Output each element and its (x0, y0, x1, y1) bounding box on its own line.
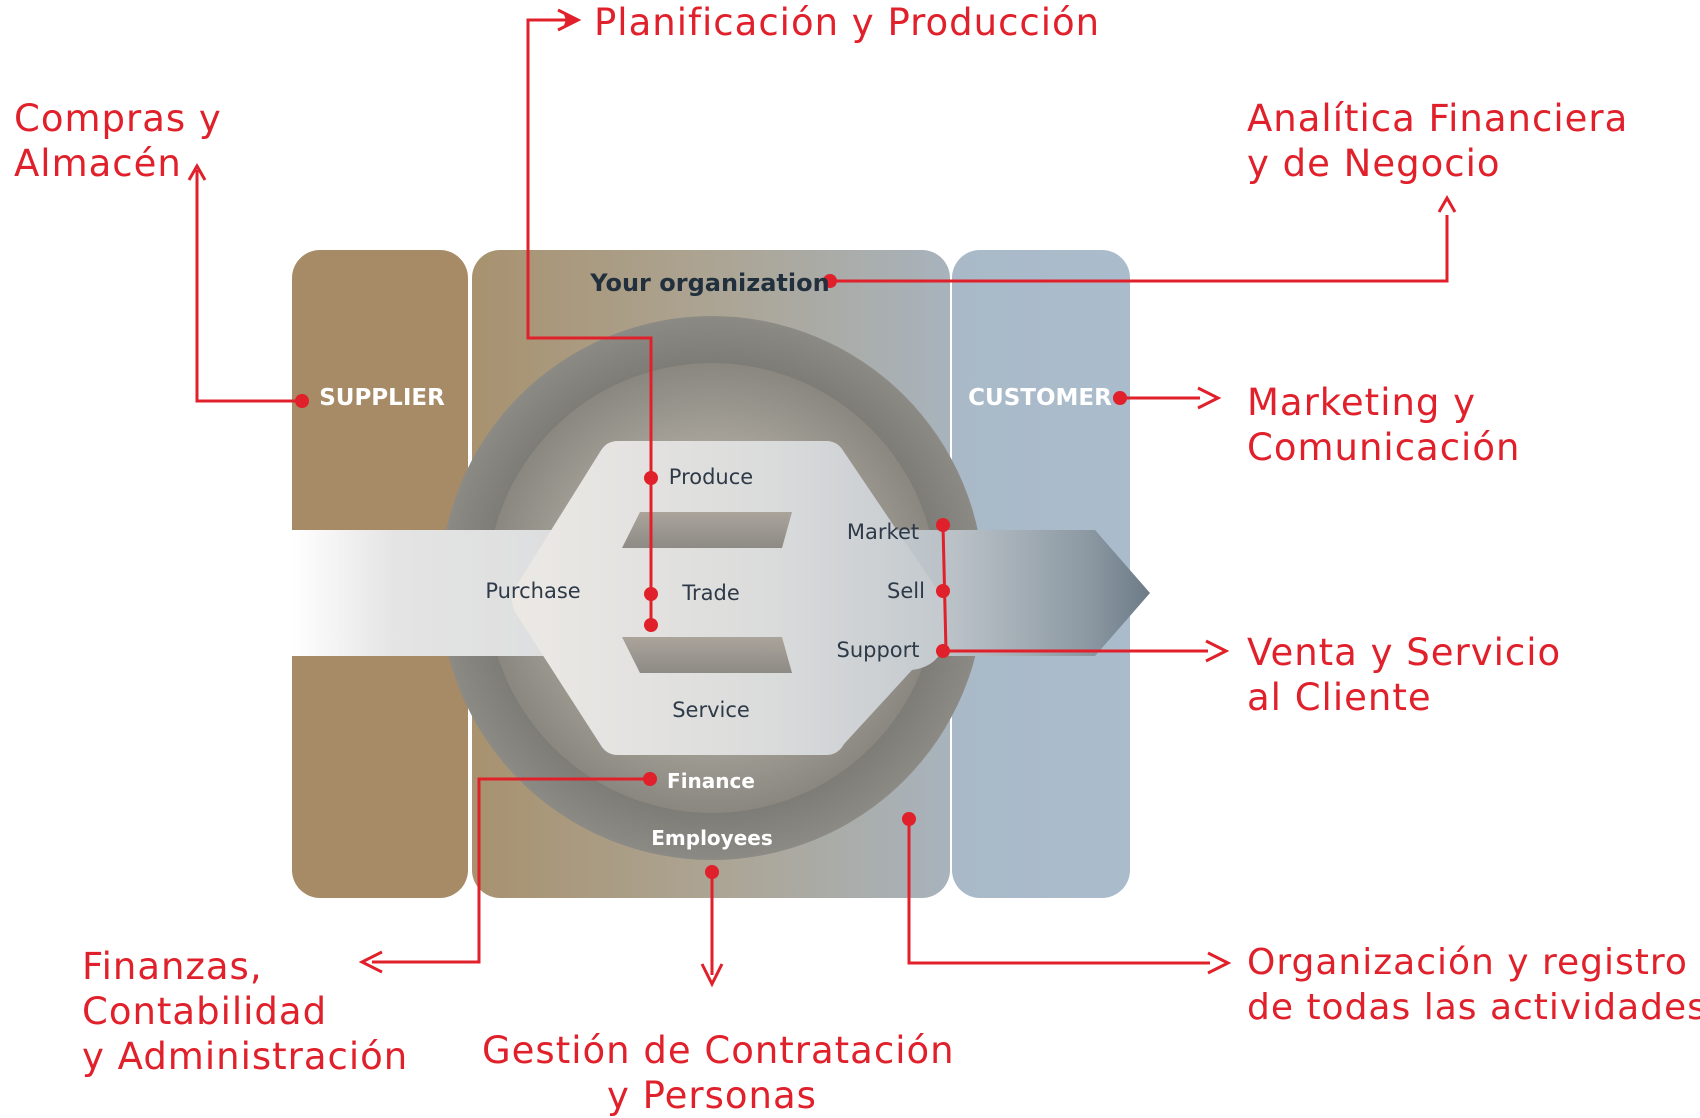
callout-hr-line2: y Personas (607, 1074, 817, 1117)
callout-hr: Gestión de Contratación y Personas (482, 1028, 955, 1118)
callout-sales: Venta y Servicio al Cliente (1247, 630, 1561, 720)
callout-organization: Organización y registro de todas las act… (1247, 940, 1700, 1030)
callout-finance: Finanzas, Contabilidad y Administración (82, 944, 408, 1079)
callout-purchasing-line2: Almacén (14, 142, 182, 185)
callout-purchasing: Compras y Almacén (14, 96, 222, 186)
trade-label: Trade (682, 581, 740, 605)
finance-label: Finance (667, 769, 755, 793)
callout-marketing-line1: Marketing y (1247, 381, 1477, 424)
callout-organization-line2: de todas las actividades (1247, 987, 1700, 1028)
supplier-label: SUPPLIER (319, 385, 445, 411)
trade-separator-top (622, 512, 792, 548)
callout-marketing: Marketing y Comunicación (1247, 380, 1520, 470)
arrowheads (187, 8, 1457, 988)
service-label: Service (672, 698, 750, 722)
callout-sales-line1: Venta y Servicio (1247, 631, 1562, 674)
callout-planning-line1: Planificación y Producción (594, 1, 1101, 44)
employees-label: Employees (651, 826, 773, 850)
callout-organization-line1: Organización y registro (1247, 942, 1688, 983)
callout-purchasing-line1: Compras y (14, 97, 222, 140)
market-label: Market (846, 520, 920, 544)
callout-analytics: Analítica Financiera y de Negocio (1247, 96, 1628, 186)
connector-dots (295, 274, 1127, 879)
callout-marketing-line2: Comunicación (1247, 426, 1521, 469)
trade-separator-bottom (622, 637, 792, 673)
produce-label: Produce (668, 465, 754, 489)
callout-analytics-line2: y de Negocio (1247, 142, 1501, 185)
organization-heading: Your organization (590, 269, 830, 297)
callout-finance-line3: y Administración (82, 1035, 409, 1078)
callout-hr-line1: Gestión de Contratación (482, 1029, 955, 1072)
callout-sales-line2: al Cliente (1247, 676, 1432, 719)
sell-label: Sell (887, 579, 925, 603)
activity-pad (512, 441, 946, 755)
callout-analytics-line1: Analítica Financiera (1247, 97, 1629, 140)
purchase-label: Purchase (485, 579, 581, 603)
support-label: Support (836, 638, 920, 662)
customer-label: CUSTOMER (968, 385, 1112, 411)
callout-finance-line2: Contabilidad (82, 990, 328, 1033)
callout-planning: Planificación y Producción (594, 0, 1100, 45)
callout-finance-line1: Finanzas, (82, 945, 263, 988)
